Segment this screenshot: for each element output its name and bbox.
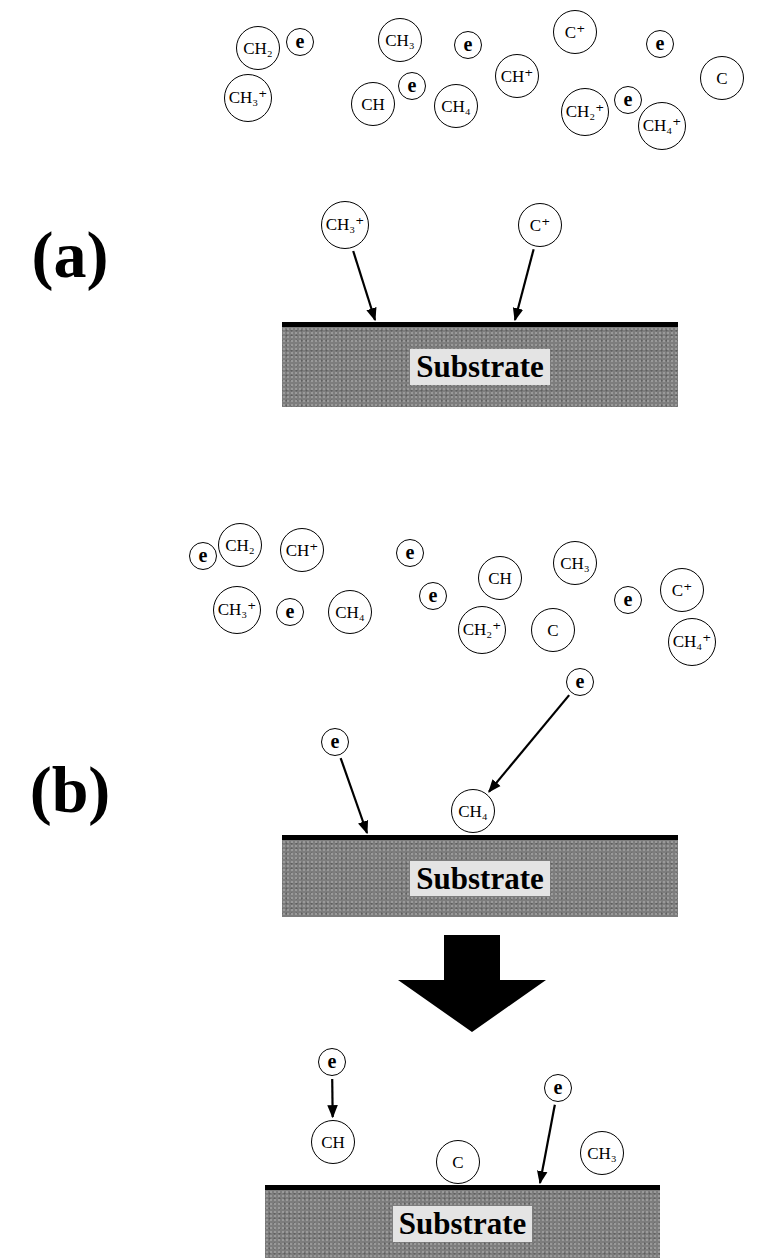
process-arrow — [398, 935, 546, 1032]
electron-circle: e — [321, 728, 349, 756]
species-circle: CH₃ — [580, 1131, 624, 1175]
node-text: C⁺ — [672, 582, 692, 599]
arrow-connector — [540, 1105, 555, 1183]
species-circle: CH₃ — [378, 18, 422, 62]
node-text: CH₄⁺ — [643, 117, 682, 134]
node-text: e — [464, 34, 473, 54]
electron-circle: e — [286, 28, 314, 56]
species-circle: CH₂⁺ — [458, 606, 507, 655]
electron-circle: e — [646, 30, 674, 58]
species-circle: CH₂ — [218, 523, 262, 567]
species-circle: CH₃⁺ — [321, 201, 370, 250]
node-text: C — [452, 1154, 463, 1171]
electron-circle: e — [614, 86, 642, 114]
node-text: CH⁺ — [501, 68, 534, 85]
species-circle: CH — [351, 82, 395, 126]
node-text: e — [406, 542, 415, 562]
substrate-box: Substrate — [265, 1185, 660, 1258]
node-text: C — [547, 622, 558, 639]
node-text: e — [656, 33, 665, 53]
arrow-connector — [341, 758, 367, 833]
node-text: e — [576, 671, 585, 691]
electron-circle: e — [189, 542, 217, 570]
node-text: CH₂ — [243, 40, 273, 57]
node-text: e — [296, 31, 305, 51]
node-text: e — [199, 545, 208, 565]
electron-circle: e — [396, 539, 424, 567]
species-circle: CH₃⁺ — [224, 74, 273, 123]
node-text: CH₃ — [560, 555, 590, 572]
node-text: CH — [361, 96, 385, 113]
species-circle: C — [436, 1140, 480, 1184]
node-text: CH — [488, 570, 512, 587]
species-circle: CH₄ — [434, 84, 478, 128]
species-circle: CH⁺ — [495, 54, 539, 98]
node-text: e — [331, 731, 340, 751]
species-circle: C⁺ — [660, 568, 704, 612]
node-text: C — [716, 70, 727, 87]
node-text: C⁺ — [530, 217, 550, 234]
species-circle: CH — [478, 556, 522, 600]
node-text: CH⁺ — [286, 542, 319, 559]
node-text: e — [624, 89, 633, 109]
species-circle: CH⁺ — [280, 528, 324, 572]
electron-circle: e — [276, 598, 304, 626]
node-text: CH₄ — [458, 803, 488, 820]
electron-circle: e — [614, 586, 642, 614]
arrow-connector — [331, 1079, 334, 1117]
node-text: CH₃ — [587, 1145, 617, 1162]
node-text: CH — [321, 1134, 345, 1151]
node-text: e — [624, 589, 633, 609]
species-circle: C⁺ — [518, 203, 562, 247]
species-circle: CH₄ — [328, 590, 372, 634]
node-text: Substrate — [410, 861, 549, 897]
node-text: CH₂⁺ — [463, 621, 502, 638]
species-circle: CH₂⁺ — [561, 88, 610, 137]
species-circle: CH₂ — [236, 26, 280, 70]
species-circle: CH₄⁺ — [668, 618, 717, 667]
node-text: CH₂ — [225, 537, 255, 554]
node-text: CH₃⁺ — [326, 216, 365, 233]
node-text: Substrate — [410, 349, 549, 385]
node-text: CH₃ — [385, 32, 415, 49]
substrate-box: Substrate — [282, 322, 678, 407]
electron-circle: e — [544, 1074, 572, 1102]
species-circle: C⁺ — [553, 10, 597, 54]
node-text: e — [286, 601, 295, 621]
electron-circle: e — [454, 31, 482, 59]
arrow-connector — [489, 695, 569, 792]
panel-label: (b) — [30, 752, 111, 828]
species-circle: CH₃⁺ — [213, 586, 262, 635]
arrow-connector — [515, 249, 534, 320]
node-text: CH₃⁺ — [218, 601, 257, 618]
species-circle: C — [531, 608, 575, 652]
node-text: CH₃⁺ — [229, 89, 268, 106]
species-circle: C — [700, 56, 744, 100]
electron-circle: e — [318, 1048, 346, 1076]
species-circle: CH₄ — [451, 789, 495, 833]
node-text: e — [429, 585, 438, 605]
electron-circle: e — [398, 72, 426, 100]
node-text: Substrate — [393, 1206, 532, 1242]
node-text: e — [328, 1051, 337, 1071]
node-text: CH₄ — [441, 98, 471, 115]
node-text: e — [554, 1077, 563, 1097]
species-circle: CH₄⁺ — [638, 102, 687, 151]
panel-label: (a) — [32, 217, 109, 293]
node-text: e — [408, 75, 417, 95]
species-circle: CH — [311, 1120, 355, 1164]
node-text: CH₄⁺ — [673, 633, 712, 650]
species-circle: CH₃ — [553, 541, 597, 585]
node-text: CH₄ — [335, 604, 365, 621]
electron-circle: e — [419, 582, 447, 610]
arrow-connector — [353, 251, 375, 320]
node-text: C⁺ — [565, 24, 585, 41]
electron-circle: e — [566, 668, 594, 696]
node-text: CH₂⁺ — [566, 103, 605, 120]
substrate-box: Substrate — [282, 835, 678, 917]
